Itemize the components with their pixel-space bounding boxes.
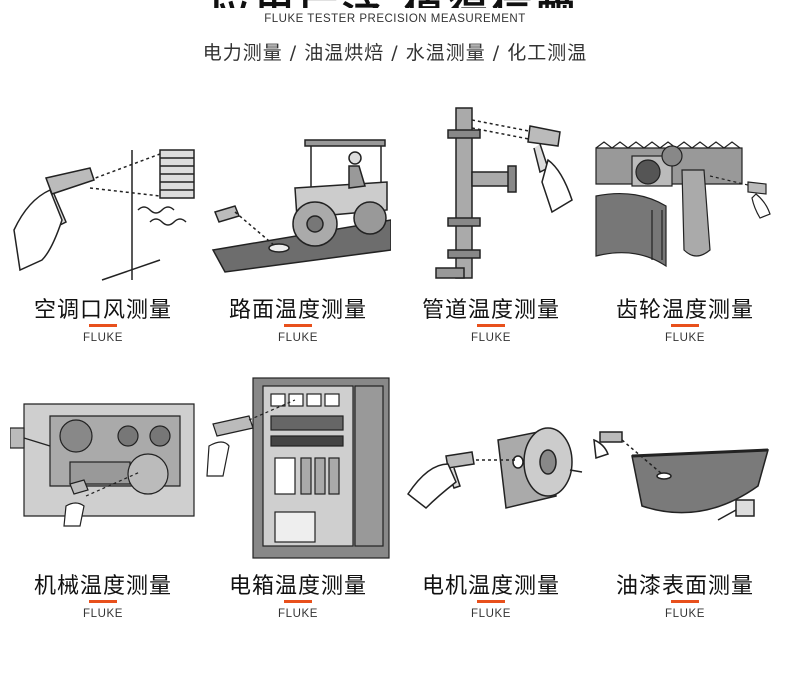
accent-bar bbox=[89, 600, 117, 603]
card-brand: FLUKE bbox=[277, 608, 319, 620]
card-title: 油漆表面测量 bbox=[615, 574, 754, 599]
card-title: 电机温度测量 bbox=[421, 574, 560, 599]
card-title: 机械温度测量 bbox=[33, 574, 172, 599]
card-brand: FLUKE bbox=[470, 332, 512, 344]
card-title: 齿轮温度测量 bbox=[615, 298, 754, 323]
card-brand: FLUKE bbox=[82, 332, 124, 344]
accent-bar bbox=[477, 600, 505, 603]
card-brand: FLUKE bbox=[664, 608, 706, 620]
card-brand: FLUKE bbox=[277, 332, 319, 344]
page-title: 应用广泛 值得信赖 bbox=[0, 0, 790, 8]
accent-bar bbox=[671, 324, 699, 327]
card-brand: FLUKE bbox=[82, 608, 124, 620]
card-brand: FLUKE bbox=[664, 332, 706, 344]
electric-motor-icon bbox=[406, 427, 583, 509]
paint-surface-icon bbox=[593, 431, 769, 521]
accent-bar bbox=[671, 600, 699, 603]
applications-line: 电力测量 / 油温烘焙 / 水温测量 / 化工测温 bbox=[202, 42, 588, 64]
electrical-cabinet-icon bbox=[206, 377, 390, 559]
page-subtitle: FLUKE TESTER PRECISION MEASUREMENT bbox=[264, 13, 526, 25]
engine-machine-icon bbox=[10, 403, 195, 527]
accent-bar bbox=[284, 600, 312, 603]
accent-bar bbox=[89, 324, 117, 327]
accent-bar bbox=[284, 324, 312, 327]
road-roller-icon bbox=[211, 139, 391, 273]
accent-bar bbox=[477, 324, 505, 327]
pipe-valve-icon bbox=[435, 107, 573, 279]
gear-conveyor-icon bbox=[595, 141, 771, 268]
air-conditioner-vent-icon bbox=[13, 149, 195, 281]
card-title: 路面温度测量 bbox=[228, 298, 367, 323]
card-title: 空调口风测量 bbox=[33, 298, 172, 323]
card-title: 管道温度测量 bbox=[421, 298, 560, 323]
card-brand: FLUKE bbox=[470, 608, 512, 620]
card-title: 电箱温度测量 bbox=[228, 574, 367, 599]
